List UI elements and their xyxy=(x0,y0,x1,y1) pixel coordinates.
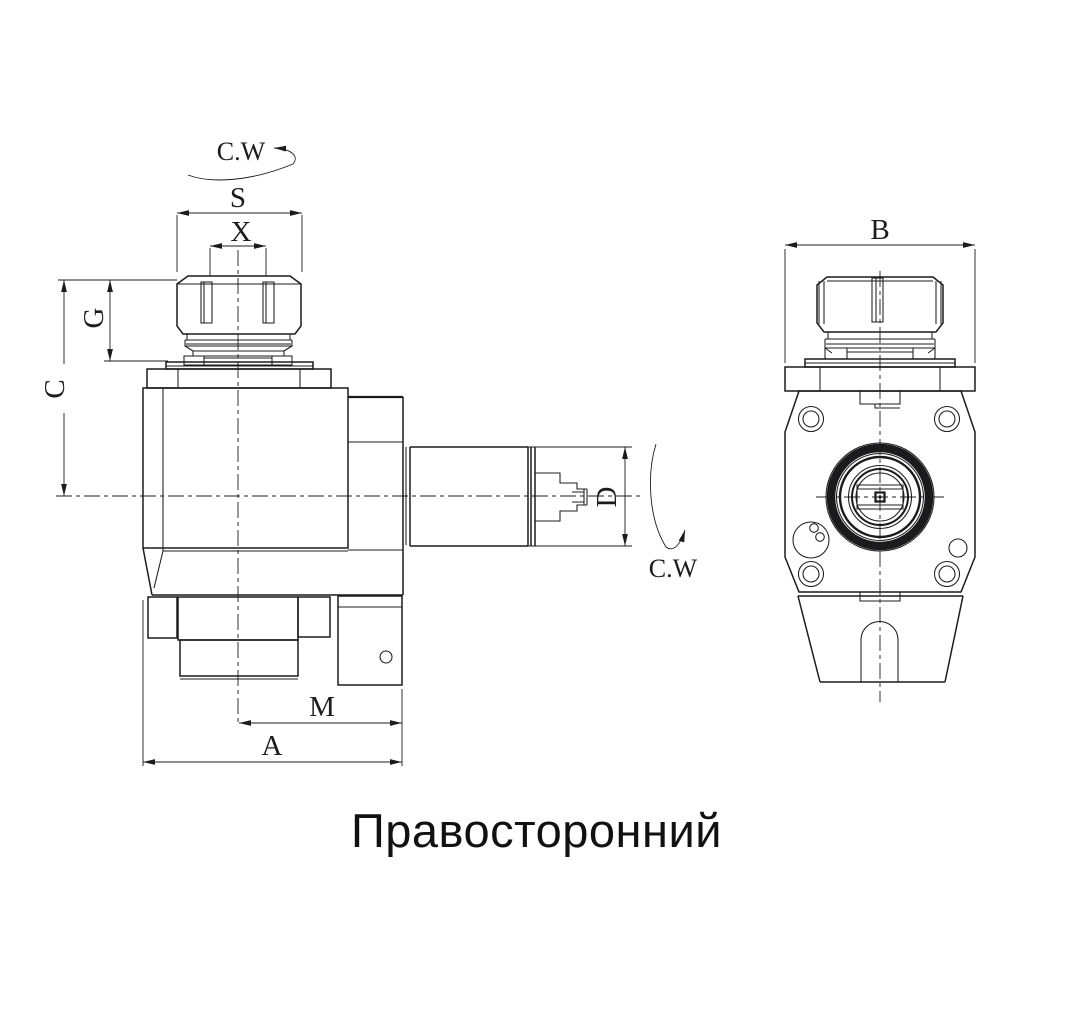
clamp-blocks-side xyxy=(147,595,403,686)
dim-label-m: M xyxy=(309,691,335,723)
dim-label-d: D xyxy=(591,487,623,508)
output-shaft-side xyxy=(402,446,632,547)
cap-screws xyxy=(797,405,961,588)
dim-g: G xyxy=(58,279,177,362)
dim-label-g: G xyxy=(78,307,110,328)
collet-nut-front xyxy=(816,276,944,333)
cw-label-top: C.W xyxy=(217,137,266,166)
dim-s: S xyxy=(176,182,303,272)
dim-label-c: C xyxy=(39,379,71,398)
shank-bottom-front xyxy=(797,595,964,683)
cw-arrow-right: C.W xyxy=(649,443,698,583)
dim-label-b: B xyxy=(870,214,889,246)
dim-d: D xyxy=(591,447,628,546)
cw-label-right: C.W xyxy=(649,554,698,583)
dim-c: C xyxy=(39,280,71,496)
pin-hole xyxy=(948,538,968,558)
tang-slot xyxy=(856,484,904,510)
dim-a: A xyxy=(142,600,402,766)
center-square xyxy=(874,491,886,503)
front-view: B xyxy=(784,214,976,702)
gearbox-body-side xyxy=(142,387,404,596)
dim-b: B xyxy=(784,214,976,363)
spindle-rings-side xyxy=(183,334,293,366)
coolant-ports xyxy=(792,521,968,559)
side-view: C.W S X G C D xyxy=(39,137,698,766)
spindle-rings-front xyxy=(784,332,976,392)
dim-m: M xyxy=(239,689,403,766)
dim-label-a: A xyxy=(262,730,283,762)
shaft-tang xyxy=(535,472,588,522)
dim-label-s: S xyxy=(230,182,246,214)
mount-flange-side xyxy=(146,361,332,389)
dim-x: X xyxy=(209,216,267,276)
caption: Правосторонний xyxy=(351,804,722,857)
cw-arrow-top: C.W xyxy=(187,137,296,181)
dim-label-x: X xyxy=(231,216,252,248)
set-screw-hole xyxy=(379,650,393,664)
center-dot xyxy=(878,495,882,499)
spindle-boss xyxy=(825,442,935,552)
collet-nut-side xyxy=(176,275,302,335)
keyway-slot xyxy=(860,621,899,682)
